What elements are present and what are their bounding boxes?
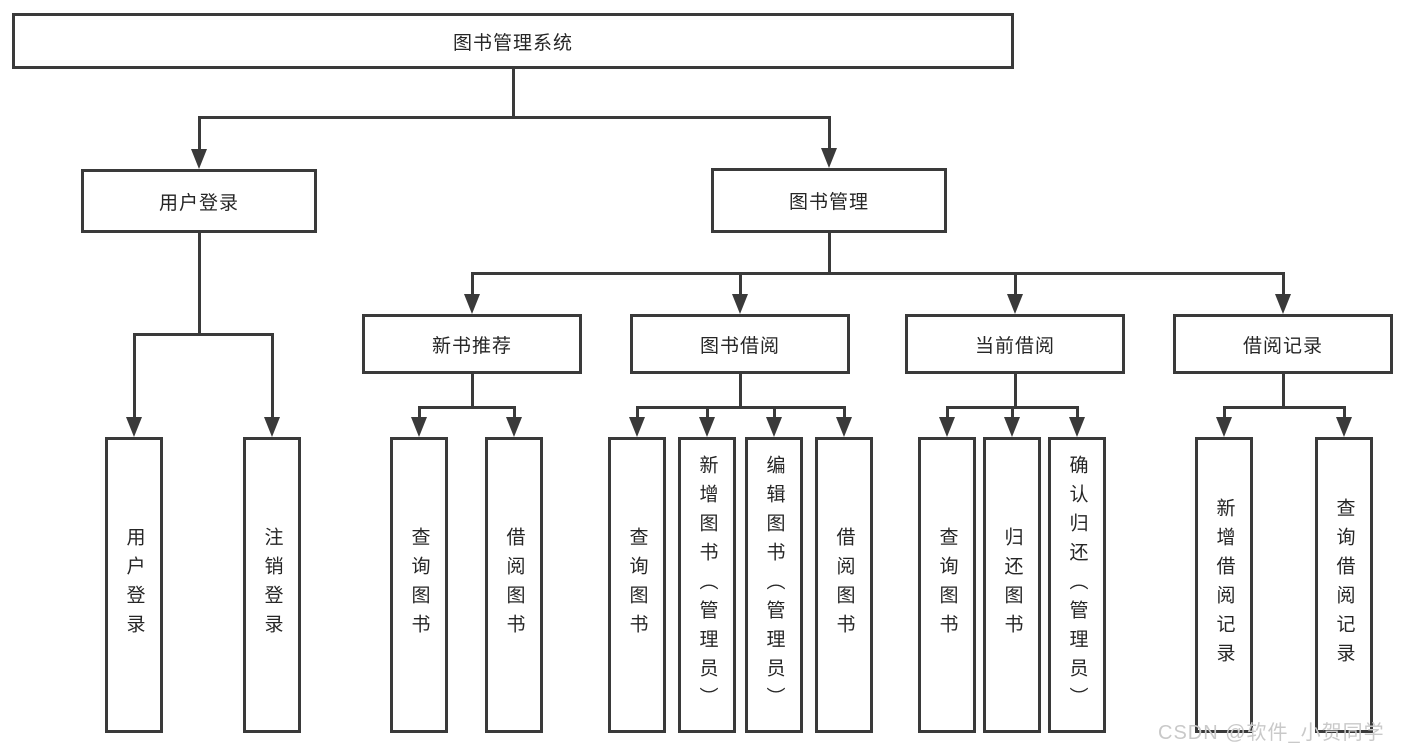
connector-line: [418, 406, 421, 421]
connector-line: [1343, 406, 1346, 421]
connector-line: [1076, 406, 1079, 421]
leaf-add-book-admin-label: 新增图书（管理员）: [696, 454, 718, 716]
connector-line: [513, 406, 516, 421]
leaf-add-borrow-record-label: 新增借阅记录: [1213, 498, 1235, 672]
node-book-management: 图书管理: [711, 168, 947, 233]
connector-line: [843, 406, 846, 421]
leaf-logout: 注销登录: [243, 437, 301, 733]
leaf-borrow-book-label: 借阅图书: [503, 527, 525, 643]
leaf-query-book: 查询图书: [918, 437, 976, 733]
connector-line: [828, 116, 831, 152]
connector-line: [471, 272, 1285, 275]
leaf-user-login-label: 用户登录: [123, 527, 145, 643]
connector-line: [271, 333, 274, 421]
connector-line: [418, 406, 516, 409]
connector-line: [739, 272, 742, 298]
leaf-borrow-book: 借阅图书: [485, 437, 543, 733]
arrowhead-icon: [1069, 417, 1085, 437]
connector-line: [1014, 373, 1017, 408]
connector-line: [773, 406, 776, 421]
leaf-query-borrow-record: 查询借阅记录: [1315, 437, 1373, 733]
leaf-edit-book-admin-label: 编辑图书（管理员）: [763, 454, 785, 716]
node-new-book-recommend-label: 新书推荐: [431, 335, 512, 357]
arrowhead-icon: [506, 417, 522, 437]
connector-line: [636, 406, 639, 421]
node-root-label: 图书管理系统: [452, 32, 573, 54]
arrowhead-icon: [629, 417, 645, 437]
arrowhead-icon: [1275, 294, 1291, 314]
connector-line: [471, 272, 474, 298]
connector-line: [636, 406, 846, 409]
connector-line: [946, 406, 949, 421]
leaf-borrow-book-label: 借阅图书: [833, 527, 855, 643]
node-book-borrow: 图书借阅: [630, 314, 850, 374]
arrowhead-icon: [1216, 417, 1232, 437]
connector-line: [706, 406, 709, 421]
node-book-borrow-label: 图书借阅: [699, 335, 780, 357]
leaf-edit-book-admin: 编辑图书（管理员）: [745, 437, 803, 733]
arrowhead-icon: [1007, 294, 1023, 314]
leaf-logout-label: 注销登录: [261, 527, 283, 643]
connector-line: [1223, 406, 1226, 421]
arrowhead-icon: [836, 417, 852, 437]
arrowhead-icon: [191, 149, 207, 169]
node-user-login: 用户登录: [81, 169, 317, 233]
leaf-query-book: 查询图书: [608, 437, 666, 733]
connector-line: [739, 373, 742, 408]
watermark: CSDN @软件_小贺同学: [1158, 722, 1385, 744]
connector-line: [198, 232, 201, 335]
connector-line: [1014, 272, 1017, 298]
leaf-return-book-label: 归还图书: [1001, 527, 1023, 643]
node-current-borrow-label: 当前借阅: [974, 335, 1055, 357]
arrowhead-icon: [939, 417, 955, 437]
connector-line: [133, 333, 274, 336]
node-user-login-label: 用户登录: [158, 192, 239, 214]
connector-line: [198, 116, 831, 119]
leaf-borrow-book: 借阅图书: [815, 437, 873, 733]
arrowhead-icon: [1336, 417, 1352, 437]
connector-line: [512, 68, 515, 118]
node-borrow-record-label: 借阅记录: [1242, 335, 1323, 357]
leaf-add-book-admin: 新增图书（管理员）: [678, 437, 736, 733]
arrowhead-icon: [732, 294, 748, 314]
leaf-confirm-return-admin: 确认归还（管理员）: [1048, 437, 1106, 733]
node-current-borrow: 当前借阅: [905, 314, 1125, 374]
leaf-query-borrow-record-label: 查询借阅记录: [1333, 498, 1355, 672]
arrowhead-icon: [411, 417, 427, 437]
leaf-add-borrow-record: 新增借阅记录: [1195, 437, 1253, 733]
connector-line: [1282, 373, 1285, 408]
arrowhead-icon: [264, 417, 280, 437]
leaf-query-book-label: 查询图书: [936, 527, 958, 643]
arrowhead-icon: [766, 417, 782, 437]
leaf-return-book: 归还图书: [983, 437, 1041, 733]
connector-line: [828, 232, 831, 274]
connector-line: [1282, 272, 1285, 298]
node-book-management-label: 图书管理: [788, 192, 869, 213]
leaf-query-book-label: 查询图书: [408, 527, 430, 643]
connector-line: [471, 373, 474, 408]
arrowhead-icon: [126, 417, 142, 437]
arrowhead-icon: [699, 417, 715, 437]
node-borrow-record: 借阅记录: [1173, 314, 1393, 374]
leaf-query-book-label: 查询图书: [626, 527, 648, 643]
connector-line: [1223, 406, 1346, 409]
node-root: 图书管理系统: [12, 13, 1014, 69]
leaf-user-login: 用户登录: [105, 437, 163, 733]
connector-line: [1011, 406, 1014, 421]
arrowhead-icon: [464, 294, 480, 314]
connector-line: [198, 116, 201, 152]
arrowhead-icon: [1004, 417, 1020, 437]
arrowhead-icon: [821, 148, 837, 168]
connector-line: [133, 333, 136, 421]
leaf-query-book: 查询图书: [390, 437, 448, 733]
leaf-confirm-return-admin-label: 确认归还（管理员）: [1066, 454, 1088, 716]
node-new-book-recommend: 新书推荐: [362, 314, 582, 374]
